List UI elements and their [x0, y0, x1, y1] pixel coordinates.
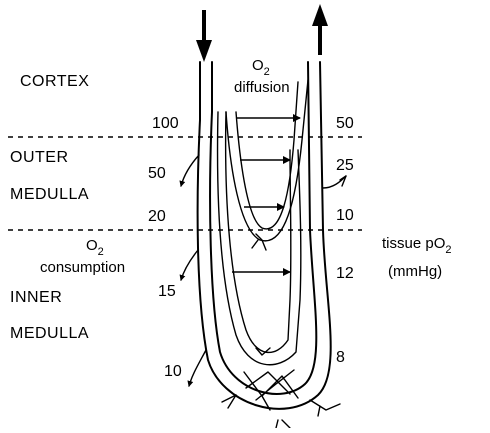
- o2-consumption-subscript: 2: [98, 246, 104, 258]
- o2-diffusion-label: O2 diffusion: [234, 57, 290, 96]
- svg-text:O2: O2: [86, 237, 104, 258]
- region-inner-medulla-line2: MEDULLA: [10, 325, 89, 342]
- middle-hairpin-vessel-inner-wall: [226, 112, 291, 352]
- o2-diffusion-o: O: [252, 57, 264, 74]
- tissue-po2-label: tissue pO2 (mmHg): [382, 235, 452, 280]
- tissue-po2-text: tissue pO: [382, 235, 445, 252]
- region-outer-medulla-line2: MEDULLA: [10, 186, 89, 203]
- o2-diffusion-subscript: 2: [264, 66, 270, 78]
- descending-po2-value: 10: [164, 363, 182, 380]
- inflow-arrow-icon: [196, 10, 212, 62]
- descending-po2-value: 15: [158, 283, 176, 300]
- ascending-po2-value: 25: [336, 157, 354, 174]
- region-outer-medulla-line1: OUTER: [10, 149, 69, 166]
- tissue-po2-subscript: 2: [445, 244, 451, 256]
- descending-po2-value: 50: [148, 165, 166, 182]
- o2-consumption-word: consumption: [40, 259, 125, 276]
- region-inner-medulla-line1: INNER: [10, 289, 62, 306]
- tissue-po2-unit: (mmHg): [388, 263, 442, 280]
- ascending-po2-value: 12: [336, 265, 354, 282]
- ascending-po2-value: 10: [336, 207, 354, 224]
- descending-po2-value: 20: [148, 208, 166, 225]
- descending-po2-value: 100: [152, 115, 179, 132]
- o2-consumption-o: O: [86, 237, 98, 254]
- svg-text:tissue pO2: tissue pO2: [382, 235, 452, 256]
- region-cortex: CORTEX: [20, 73, 89, 90]
- outflow-arrow-icon: [312, 4, 328, 55]
- ascending-po2-value: 8: [336, 349, 345, 366]
- branch-capillaries: [181, 155, 346, 428]
- o2-consumption-label: O2 consumption: [40, 237, 125, 276]
- svg-text:O2: O2: [252, 57, 270, 78]
- o2-diffusion-word: diffusion: [234, 79, 290, 96]
- ascending-po2-value: 50: [336, 115, 354, 132]
